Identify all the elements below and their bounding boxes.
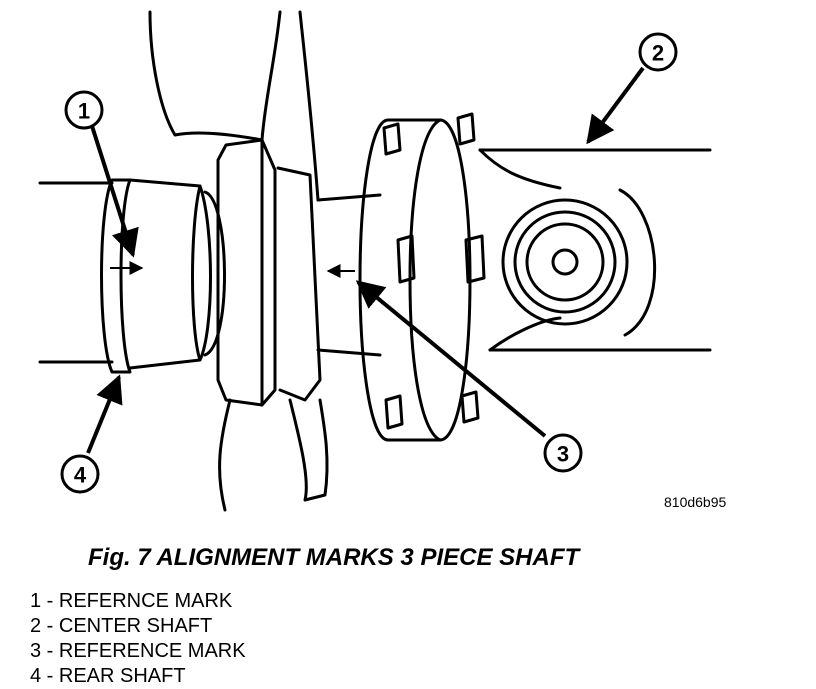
leader-line-1 [90,125,139,258]
u-joint-yoke [618,188,657,337]
legend-item: 1 - REFERNCE MARK [30,590,233,612]
callout-circle-1 [64,90,104,130]
u-joint-ring [513,210,617,314]
center-tube-bottom [316,348,382,357]
callout-circle-3 [543,433,583,473]
legend-item: 4 - REAR SHAFT [30,665,186,687]
figure-caption: Fig. 7 ALIGNMENT MARKS 3 PIECE SHAFT [88,544,580,571]
bolt-middle [396,234,416,284]
center-shaft-top-inner [478,148,562,190]
legend: 1 - REFERNCE MARK 2 - CENTER SHAFT 3 - R… [30,589,246,689]
bearing-bracket [276,166,322,402]
bolt-bottom-2 [460,390,480,424]
rear-collar [100,178,132,374]
leader-line-3 [355,280,547,438]
center-tube-top [316,193,382,202]
body-outline-top [298,10,320,202]
leader-line-2 [586,66,645,145]
center-shaft-bottom-inner [488,316,562,352]
legend-item: 3 - REFERENCE MARK [30,640,246,662]
callout-circle-4 [60,454,100,494]
bolt-bottom [384,394,404,430]
u-joint-cap [551,248,579,276]
drawing-id: 810d6b95 [664,494,727,510]
rear-collar-band [191,184,202,362]
callout-number-3: 3 [557,442,569,467]
rear-collar-face [128,178,212,370]
body-outline-left [148,10,264,142]
leader-line-4 [86,374,123,454]
bolt-top-2 [456,112,476,146]
flange-outer [358,118,472,442]
u-joint-ring-2 [525,222,605,302]
callout-circle-2 [638,32,678,72]
callout-number-1: 1 [78,99,90,124]
bolt-top [382,122,402,156]
rear-collar-inner [203,190,226,357]
drive-shaft-illustration: 1 2 3 4 [38,10,712,512]
u-joint-outer [501,198,629,326]
callout-number-2: 2 [652,41,664,66]
bearing-support [216,138,277,407]
bearing-bracket-bottom [218,398,232,512]
legend-item: 2 - CENTER SHAFT [30,615,213,637]
bolt-middle-2 [464,234,486,284]
flange-edge [408,118,442,442]
callout-number-4: 4 [74,463,87,488]
body-outline-right [260,10,282,142]
bearing-bracket-bottom-2 [288,398,329,502]
